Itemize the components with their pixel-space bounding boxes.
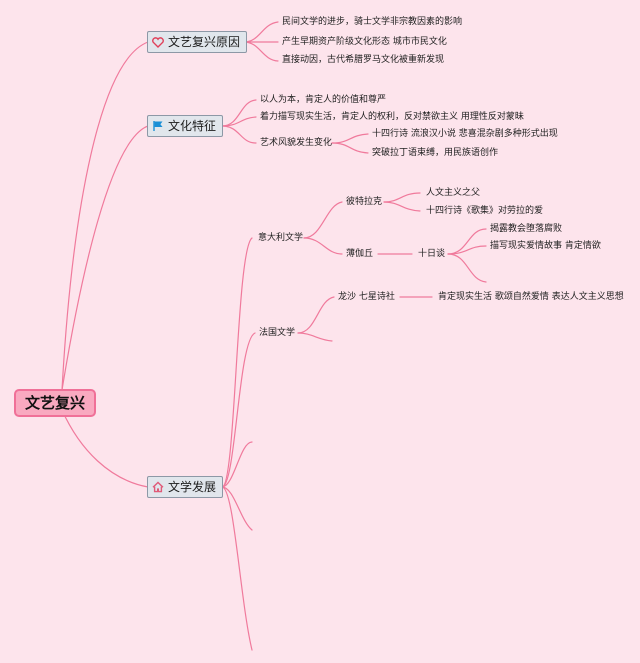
culture-item-1: 以人为本，肯定人的价值和尊严 xyxy=(260,95,387,105)
cause-item-3: 直接动因，古代希腊罗马文化被重新发现 xyxy=(282,55,445,65)
decameron[interactable]: 十日谈 xyxy=(418,249,446,259)
petrarch[interactable]: 彼特拉克 xyxy=(346,197,383,207)
culture-item-2: 着力描写现实生活，肯定人的权利，反对禁欲主义 用理性反对蒙昧 xyxy=(260,112,524,122)
root-topic[interactable]: 文艺复兴 xyxy=(14,389,97,417)
france-literature[interactable]: 法国文学 xyxy=(259,328,296,338)
root-label: 文艺复兴 xyxy=(25,394,86,412)
italy-literature[interactable]: 意大利文学 xyxy=(258,233,304,243)
decameron-item-1: 揭露教会堕落腐败 xyxy=(490,224,563,234)
topic-causes[interactable]: 文艺复兴原因 xyxy=(147,31,248,53)
petrarch-item-1: 人文主义之父 xyxy=(426,188,481,198)
cause-item-2: 产生早期资产阶级文化形态 城市市民文化 xyxy=(282,37,447,47)
petrarch-item-2: 十四行诗《歌集》对劳拉的爱 xyxy=(426,206,544,216)
pleiade-note: 肯定现实生活 歌颂自然爱情 表达人文主义思想 xyxy=(438,292,624,302)
topic-literature[interactable]: 文学发展 xyxy=(147,476,224,498)
house-icon xyxy=(152,481,164,493)
art-change-item-2: 突破拉丁语束缚，用民族语创作 xyxy=(372,148,499,158)
art-change-item-1: 十四行诗 流浪汉小说 悲喜混杂剧多种形式出现 xyxy=(372,129,558,139)
decameron-item-2: 描写现实爱情故事 肯定情欲 xyxy=(490,241,601,251)
topic-causes-label: 文艺复兴原因 xyxy=(168,35,241,49)
cause-item-1: 民间文学的进步，骑士文学非宗教因素的影响 xyxy=(282,17,463,27)
boccaccio[interactable]: 薄伽丘 xyxy=(346,249,374,259)
culture-item-3: 艺术风貌发生变化 xyxy=(260,138,333,148)
topic-literature-label: 文学发展 xyxy=(168,480,217,494)
flag-icon xyxy=(152,120,164,132)
heart-icon xyxy=(152,36,164,48)
pleiade[interactable]: 龙沙 七星诗社 xyxy=(338,292,395,302)
topic-culture[interactable]: 文化特征 xyxy=(147,115,224,137)
topic-culture-label: 文化特征 xyxy=(168,119,217,133)
